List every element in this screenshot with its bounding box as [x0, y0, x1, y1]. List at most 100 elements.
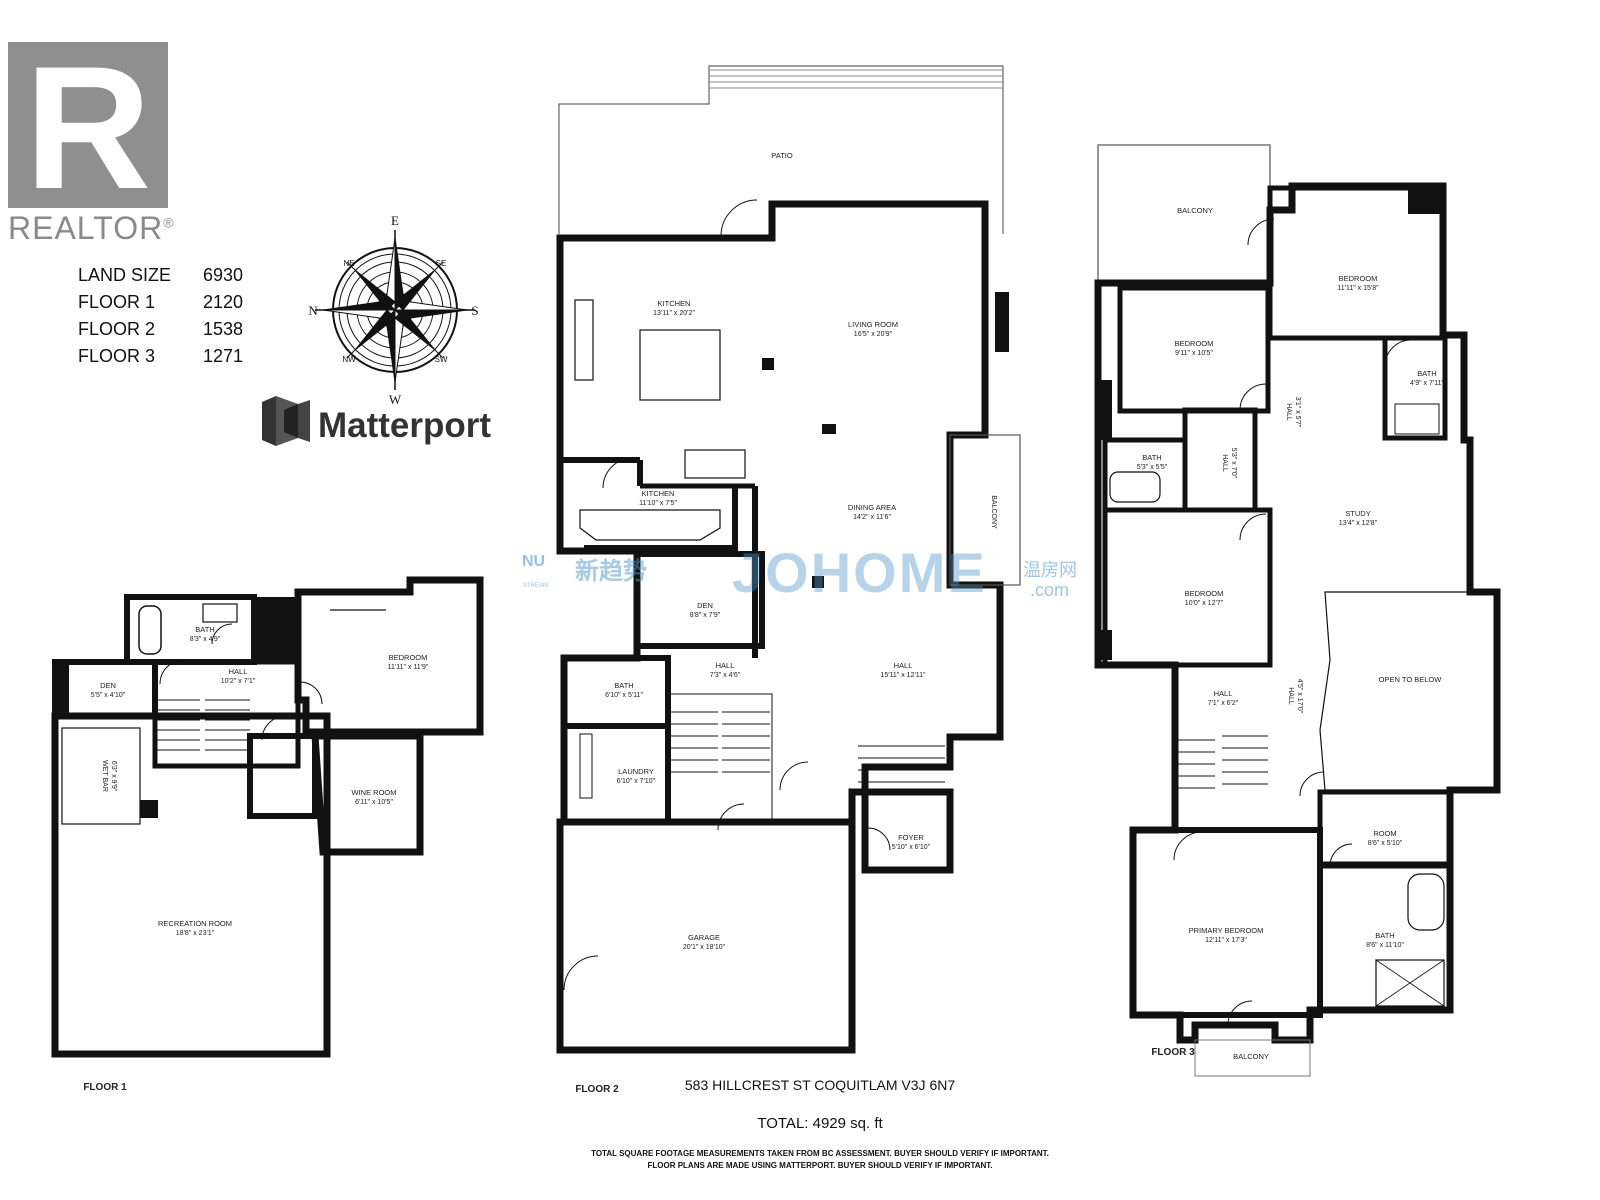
- compass-label-nw: NW: [342, 355, 356, 364]
- floor-1-plan: [51, 576, 484, 1058]
- room-name: BEDROOM: [1339, 274, 1378, 283]
- room-name: BATH: [1375, 931, 1394, 940]
- watermark-com: .com: [1030, 580, 1070, 600]
- room-name: BEDROOM: [1185, 589, 1224, 598]
- room-dimension: 13'11" x 20'2": [653, 310, 695, 317]
- room-name: WINE ROOM: [352, 788, 397, 797]
- floor-label: FLOOR 3: [1151, 1047, 1195, 1058]
- room-dimension: 8'6" x 5'10": [1368, 840, 1403, 847]
- room-name: RECREATION ROOM: [158, 919, 232, 928]
- room-dimension: 5'3" x 5'5": [1137, 464, 1168, 471]
- disclaimer-line: TOTAL SQUARE FOOTAGE MEASUREMENTS TAKEN …: [591, 1149, 1049, 1158]
- room-dimension: 13'4" x 12'8": [1339, 520, 1378, 527]
- room-name: BATH: [614, 681, 633, 690]
- info-label: FLOOR 1: [78, 292, 156, 312]
- watermark-stream: STREAM: [523, 583, 549, 589]
- room-dimension: 8'3" x 4'9": [190, 636, 221, 643]
- room-name: DINING AREA: [848, 503, 896, 512]
- floor-2-plan: [556, 65, 1021, 1054]
- room-name: BALCONY: [1177, 206, 1213, 215]
- compass-label-n: N: [308, 303, 318, 318]
- room-name: HALL: [1221, 454, 1228, 472]
- total-area: TOTAL: 4929 sq. ft: [757, 1115, 883, 1132]
- info-row: LAND SIZE 6930: [78, 262, 298, 289]
- room-name: FOYER: [898, 833, 924, 842]
- info-label: FLOOR 2: [78, 319, 156, 339]
- matterport-logo-icon: [262, 396, 310, 446]
- info-row: FLOOR 3 1271: [78, 343, 298, 370]
- room-name: BEDROOM: [389, 653, 428, 662]
- compass-label-ne: NE: [343, 259, 354, 268]
- room-name: BALCONY: [990, 495, 997, 529]
- room-name: ROOM: [1373, 829, 1396, 838]
- room-dimension: 11'11" x 11'9": [388, 664, 429, 671]
- room-name: DEN: [100, 681, 116, 690]
- realtor-letter: R: [25, 31, 151, 226]
- watermark-cn2: 温房网: [1023, 560, 1077, 580]
- disclaimer: TOTAL SQUARE FOOTAGE MEASUREMENTS TAKEN …: [560, 1148, 1080, 1172]
- room-name: HALL: [716, 661, 735, 670]
- room-name: BALCONY: [1233, 1052, 1269, 1061]
- room-dimension: 8'6" x 11'10": [1366, 942, 1404, 949]
- room-dimension: 10'2" x 7'1": [221, 678, 256, 685]
- matterport-wordmark: Matterport: [318, 406, 492, 445]
- room-dimension: 9'11" x 10'5": [1175, 350, 1213, 357]
- watermark-nu: NU: [522, 553, 546, 570]
- room-name: GARAGE: [688, 933, 720, 942]
- room-name: BEDROOM: [1175, 339, 1214, 348]
- room-dimension: 8'8" x 7'9": [690, 612, 721, 619]
- room-dimension: 7'1" x 6'2": [1208, 700, 1239, 707]
- room-dimension: 18'8" x 23'1": [176, 930, 215, 937]
- room-dimension: 10'0" x 12'7": [1185, 600, 1224, 607]
- room-name: HALL: [229, 667, 248, 676]
- info-label: LAND SIZE: [78, 265, 172, 285]
- info-value: 6930: [203, 265, 244, 285]
- room-name: KITCHEN: [642, 489, 675, 498]
- room-dimension: 20'1" x 18'10": [683, 944, 726, 951]
- room-dimension: 4'9" x 7'11": [1410, 380, 1444, 387]
- room-dimension: 11'10" x 7'5": [639, 500, 677, 507]
- room-name: WET BAR: [101, 760, 108, 792]
- compass-icon: E S W N SE NE SW NW: [308, 213, 478, 407]
- room-name: BATH: [1417, 369, 1436, 378]
- room-dimension: 11'11" x 15'8": [1337, 285, 1379, 292]
- compass-label-e: E: [391, 213, 399, 228]
- floor-label: FLOOR 1: [83, 1082, 127, 1093]
- info-row: FLOOR 2 1538: [78, 316, 298, 343]
- room-name: PATIO: [771, 151, 793, 160]
- room-name: STUDY: [1345, 509, 1370, 518]
- compass-label-sw: SW: [435, 355, 448, 364]
- info-label: FLOOR 3: [78, 346, 156, 366]
- property-address: 583 HILLCREST ST COQUITLAM V3J 6N7: [684, 1077, 956, 1093]
- room-dimension: 5'10" x 6'10": [892, 844, 931, 851]
- room-dimension: 6'11" x 10'5": [355, 799, 393, 806]
- room-labels: FLOOR 1 BATH 8'3" x 4'9" HALL 10'2" x 7'1" BE…: [83, 151, 1444, 1095]
- realtor-label: REALTOR: [8, 210, 164, 246]
- room-dimension: 14'2" x 11'6": [853, 514, 891, 521]
- room-dimension: 6'3" x 9'9": [110, 761, 117, 792]
- room-name: BATH: [195, 625, 214, 634]
- room-name: HALL: [1287, 687, 1294, 705]
- room-dimension: 6'10" x 5'11": [605, 692, 643, 699]
- room-name: LIVING ROOM: [848, 320, 898, 329]
- room-name: HALL: [1285, 403, 1292, 421]
- room-dimension: 5'5" x 4'10": [91, 692, 126, 699]
- watermark-johome: JOHOME: [732, 541, 987, 604]
- room-name: HALL: [894, 661, 913, 670]
- room-name: BATH: [1142, 453, 1161, 462]
- realtor-wordmark: REALTOR®: [8, 210, 175, 247]
- compass-label-w: W: [389, 392, 402, 407]
- room-dimension: 5'3" x 7'0": [1230, 448, 1237, 479]
- registered-mark: ®: [163, 214, 175, 231]
- realtor-logo: R: [8, 31, 168, 226]
- floor-3-plan: [1094, 144, 1501, 1077]
- room-dimension: 15'11" x 12'11": [880, 672, 926, 679]
- room-name: HALL: [1214, 689, 1233, 698]
- info-value: 1538: [203, 319, 244, 339]
- info-value: 1271: [203, 346, 244, 366]
- room-name: PRIMARY BEDROOM: [1189, 926, 1264, 935]
- compass-label-s: S: [471, 303, 478, 318]
